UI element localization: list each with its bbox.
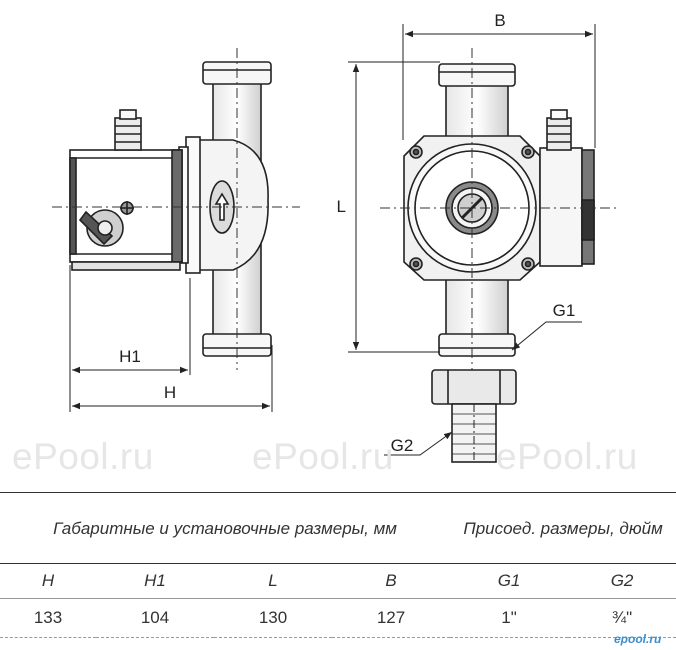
table-header-row: H H1 L B G1 G2 bbox=[0, 563, 676, 599]
col-header-h1: H1 bbox=[96, 563, 214, 599]
threaded-adapter-fitting bbox=[431, 369, 517, 463]
dimensions-table: Габаритные и установочные размеры, мм Пр… bbox=[0, 492, 676, 638]
cell-h1: 104 bbox=[96, 598, 214, 638]
table-row: 133 104 130 127 1" ¾" bbox=[0, 598, 676, 638]
group-header-connections: Присоед. размеры, дюйм bbox=[450, 492, 676, 564]
dim-label-b: B bbox=[494, 11, 505, 30]
bottom-flange-nut-front bbox=[438, 333, 516, 357]
dim-label-h1: H1 bbox=[119, 347, 141, 366]
speed-switch-knob bbox=[78, 209, 124, 247]
watermark-left: ePool.ru bbox=[12, 436, 154, 477]
watermark-right: ePool.ru bbox=[496, 436, 638, 477]
col-header-g2: G2 bbox=[568, 563, 676, 599]
terminal-box bbox=[539, 147, 583, 267]
dim-label-g1: G1 bbox=[553, 301, 576, 320]
dim-label-g2: G2 bbox=[391, 436, 414, 455]
site-logo: epool.ru bbox=[614, 632, 662, 646]
watermark-center: ePool.ru bbox=[252, 436, 394, 477]
pump-technical-drawing: H1 H B L G1 G2 bbox=[52, 11, 620, 463]
table-group-header-row: Габаритные и установочные размеры, мм Пр… bbox=[0, 492, 676, 564]
dimension-lines bbox=[69, 24, 596, 456]
top-flange-nut-front bbox=[438, 63, 516, 87]
cell-h: 133 bbox=[0, 598, 96, 638]
col-header-g1: G1 bbox=[450, 563, 569, 599]
col-header-b: B bbox=[332, 563, 451, 599]
corner-bolts bbox=[409, 145, 535, 271]
cell-g1: 1" bbox=[450, 598, 569, 638]
cell-l: 130 bbox=[214, 598, 332, 638]
col-header-h: H bbox=[0, 563, 96, 599]
dim-label-l: L bbox=[337, 197, 346, 216]
pump-side-view bbox=[69, 61, 272, 357]
col-header-l: L bbox=[214, 563, 332, 599]
group-header-dimensions: Габаритные и установочные размеры, мм bbox=[0, 492, 451, 564]
cell-g2: ¾" bbox=[568, 598, 676, 638]
dim-label-h: H bbox=[164, 383, 176, 402]
cell-b: 127 bbox=[332, 598, 451, 638]
